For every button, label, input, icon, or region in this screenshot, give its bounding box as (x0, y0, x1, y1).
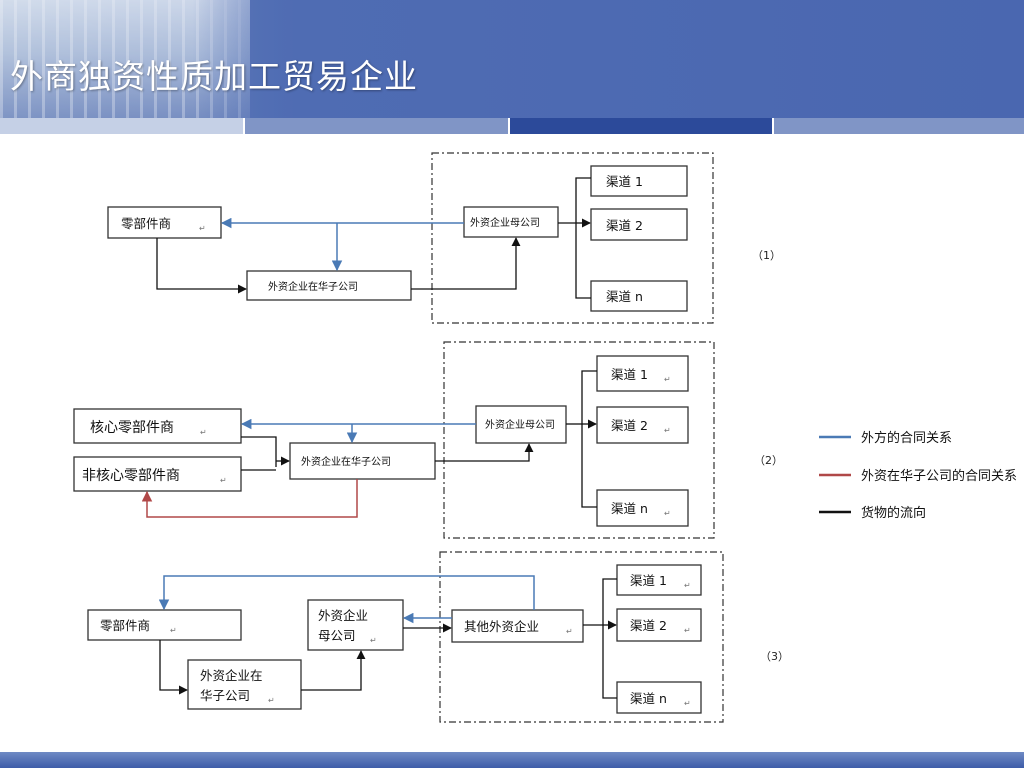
header-stripe-3 (510, 118, 772, 134)
paragraph-mark: ↵ (170, 626, 177, 635)
header-photo-fade (0, 0, 320, 118)
paragraph-mark: ↵ (200, 428, 207, 437)
diagram2-parent-box: 外资企业母公司 (475, 405, 567, 444)
diagram1-subsidiary-label: 外资企业在华子公司 (268, 280, 358, 293)
diagram2-parent-boundary (443, 341, 715, 539)
diagram2-goods-arrow-2 (435, 443, 534, 462)
diagram1-supplier-label: 零部件商 (121, 216, 171, 231)
diagram3-channel2-label: 渠道 2 (630, 618, 667, 633)
diagram1-branch (575, 177, 591, 299)
diagram1-channel2-box: 渠道 2 (590, 208, 688, 241)
diagram2-subsidiary-label: 外资企业在华子公司 (301, 455, 391, 468)
diagram3-supplier-label: 零部件商 (100, 618, 150, 633)
paragraph-mark: ↵ (664, 375, 671, 384)
diagram2-noncore-supplier-label: 非核心零部件商 (82, 468, 180, 484)
diagram1-supplier-box: 零部件商 ↵ (107, 206, 222, 239)
paragraph-mark: ↵ (684, 581, 691, 590)
diagram1-channeln-box: 渠道 n (590, 280, 688, 312)
diagram3-goods-arrow-1 (159, 640, 188, 695)
paragraph-mark: ↵ (566, 627, 573, 636)
legend-foreign-contract: 外方的合同关系 (861, 430, 952, 446)
diagram3-channel1-box: 渠道 1 ↵ (616, 564, 702, 596)
legend-subsidiary-contract: 外资在华子公司的合同关系 (861, 468, 1017, 484)
header-stripe-2 (245, 118, 508, 134)
diagram1-channel1-label: 渠道 1 (606, 174, 643, 189)
diagram3-subsidiary-line2: 华子公司 (200, 688, 250, 703)
diagram1-number-label: （1） (752, 249, 781, 262)
diagram2-parent-label: 外资企业母公司 (485, 418, 555, 431)
diagram3-branch (602, 578, 617, 699)
diagram3-channeln-box: 渠道 n ↵ (616, 681, 702, 714)
diagram2-core-supplier-box: 核心零部件商 ↵ (73, 408, 242, 444)
paragraph-mark: ↵ (199, 224, 206, 233)
diagram-2: 核心零部件商 ↵ 非核心零部件商 ↵ 外资企业在华子公司 外资企业母公司 渠道 … (73, 341, 783, 539)
diagram3-parent-line1: 外资企业 (318, 608, 368, 623)
diagram3-other-box: 其他外资企业 ↵ (451, 609, 584, 643)
diagram1-goods-arrow-1 (156, 238, 247, 294)
diagram1-channel1-box: 渠道 1 (590, 165, 688, 197)
header-stripe-1 (0, 118, 243, 134)
paragraph-mark: ↵ (684, 699, 691, 708)
diagram-3: 零部件商 ↵ 外资企业在 华子公司 ↵ 外资企业 母公司 ↵ 其他外资企业 ↵ … (87, 551, 789, 723)
diagram2-branch (581, 370, 597, 508)
diagram2-number-label: （2） (754, 454, 783, 467)
diagram2-subsidiary-contract-arrow (141, 479, 358, 518)
diagram2-channeln-label: 渠道 n (611, 501, 648, 516)
diagram3-other-label: 其他外资企业 (464, 619, 539, 634)
paragraph-mark: ↵ (684, 626, 691, 635)
diagram3-subsidiary-line1: 外资企业在 (200, 668, 263, 683)
diagram1-channel2-label: 渠道 2 (606, 218, 643, 233)
diagram3-channel2-box: 渠道 2 ↵ (616, 608, 702, 642)
diagram-1: 零部件商 ↵ 外资企业在华子公司 外资企业母公司 渠道 1 渠道 2 渠道 n (107, 152, 781, 324)
diagram2-channeln-box: 渠道 n ↵ (596, 489, 689, 527)
diagram3-contract-arrow-supplier (158, 575, 535, 611)
diagram2-subsidiary-box: 外资企业在华子公司 (289, 442, 436, 480)
paragraph-mark: ↵ (268, 696, 275, 705)
diagram1-channeln-label: 渠道 n (606, 289, 643, 304)
diagram3-goods-arrow-2 (301, 650, 366, 691)
diagram2-channel2-label: 渠道 2 (611, 418, 648, 433)
footer-bar (0, 752, 1024, 768)
diagram3-supplier-box: 零部件商 ↵ (87, 609, 242, 641)
diagram2-channel1-label: 渠道 1 (611, 367, 648, 382)
diagram2-noncore-supplier-box: 非核心零部件商 ↵ (73, 456, 242, 492)
legend-goods-flow: 货物的流向 (861, 505, 926, 521)
diagram1-subsidiary-box: 外资企业在华子公司 (246, 270, 412, 301)
diagram1-parent-box: 外资企业母公司 (463, 206, 559, 238)
paragraph-mark: ↵ (220, 476, 227, 485)
paragraph-mark: ↵ (664, 509, 671, 518)
header-banner: 外商独资性质加工贸易企业 (0, 0, 1024, 118)
diagram2-channel2-box: 渠道 2 ↵ (596, 406, 689, 444)
paragraph-mark: ↵ (370, 636, 377, 645)
diagram3-parent-line2: 母公司 (318, 628, 356, 643)
diagram1-parent-boundary (431, 152, 714, 324)
diagram3-number-label: （3） (760, 650, 789, 663)
diagram2-goods-core-line (241, 436, 277, 467)
diagram1-goods-arrow-2 (411, 237, 521, 290)
diagram3-other-boundary (439, 551, 724, 723)
diagram3-channeln-label: 渠道 n (630, 691, 667, 706)
header-stripe-4 (774, 118, 1024, 134)
page-title: 外商独资性质加工贸易企业 (10, 57, 418, 96)
diagram3-channel1-label: 渠道 1 (630, 573, 667, 588)
paragraph-mark: ↵ (664, 426, 671, 435)
legend: 外方的合同关系 外资在华子公司的合同关系 货物的流向 (819, 430, 1017, 521)
diagram3-subsidiary-box: 外资企业在 华子公司 ↵ (187, 659, 302, 710)
diagram2-core-supplier-label: 核心零部件商 (90, 420, 174, 436)
diagram2-channel1-box: 渠道 1 ↵ (596, 355, 689, 392)
diagram3-parent-box: 外资企业 母公司 ↵ (307, 599, 404, 651)
diagram1-parent-label: 外资企业母公司 (470, 216, 540, 229)
